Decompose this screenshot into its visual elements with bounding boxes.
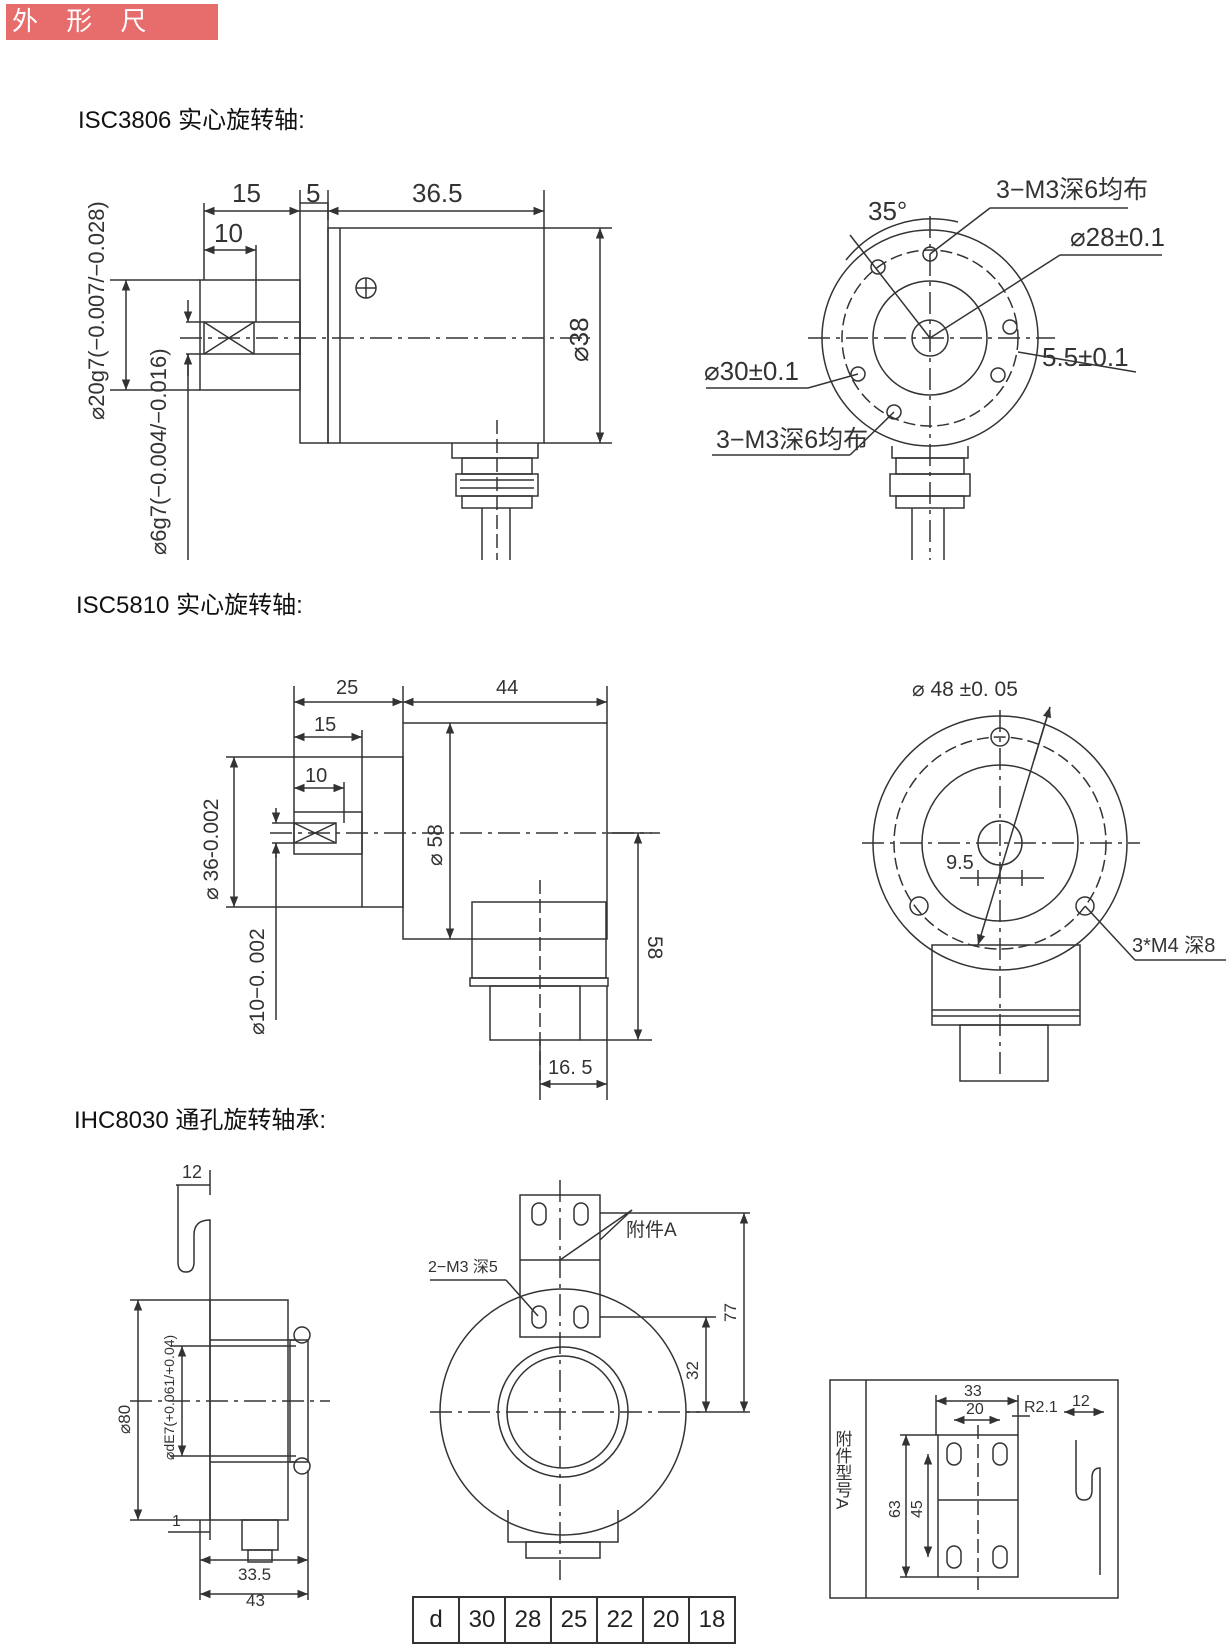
table-cell: 22 bbox=[596, 1596, 644, 1644]
dim-15: 15 bbox=[232, 178, 261, 208]
dim-44: 44 bbox=[496, 677, 518, 699]
dim-12b: 12 bbox=[1072, 1393, 1090, 1410]
dim-20: 20 bbox=[966, 1401, 984, 1418]
isc3806-front-view bbox=[706, 207, 1162, 560]
section-title-isc5810: ISC5810 实心旋转轴: bbox=[76, 592, 303, 619]
table-cell: 28 bbox=[504, 1596, 552, 1644]
dim-d28: ⌀28±0.1 bbox=[1070, 222, 1165, 252]
dim-43: 43 bbox=[246, 1591, 265, 1610]
ihc8030-side-view bbox=[130, 1170, 330, 1600]
table-cell: 25 bbox=[550, 1596, 598, 1644]
label-m3-bottom: 3−M3深6均布 bbox=[716, 426, 868, 454]
accessory-a-panel bbox=[829, 1379, 1119, 1599]
isc5810-front-labels: ⌀ 48 ±0. 05 9.5 3*M4 深8 bbox=[912, 678, 1215, 957]
dim-d10s: ⌀10−0. 002 bbox=[246, 928, 269, 1035]
accessory-label: 附件型号A bbox=[833, 1430, 853, 1510]
dim-9-5: 9.5 bbox=[946, 852, 974, 874]
dim-36-5: 36.5 bbox=[412, 178, 463, 208]
dim-12: 12 bbox=[182, 1162, 202, 1182]
dim-d36: ⌀ 36-0.002 bbox=[200, 799, 223, 900]
dim-58r: 58 bbox=[643, 936, 666, 959]
isc3806-side-labels: 15 5 36.5 10 ⌀38 ⌀20g7(−0.007/−0.028) ⌀6… bbox=[84, 178, 594, 555]
dim-5: 5 bbox=[306, 178, 320, 208]
dim-45: 45 bbox=[909, 1500, 926, 1518]
dim-77: 77 bbox=[721, 1303, 740, 1322]
label-m4: 3*M4 深8 bbox=[1132, 934, 1215, 957]
section-banner: 外 形 尺 寸: bbox=[6, 4, 218, 73]
dim-d80: ⌀80 bbox=[115, 1405, 134, 1434]
table-cell: 20 bbox=[642, 1596, 690, 1644]
dim-shaft6: ⌀6g7(−0.004/−0.016) bbox=[146, 348, 171, 555]
dim-1: 1 bbox=[172, 1513, 181, 1530]
bore-diameter-table: d 30 28 25 22 20 18 bbox=[412, 1596, 736, 1644]
label-m3-top: 3−M3深6均布 bbox=[996, 176, 1148, 204]
isc3806-front-labels: 35° 3−M3深6均布 ⌀28±0.1 ⌀30±0.1 5.5±0.1 3−M… bbox=[704, 176, 1165, 454]
table-header-d: d bbox=[412, 1596, 460, 1644]
dim-63: 63 bbox=[887, 1500, 904, 1518]
ihc8030-front-labels: 附件A 2−M3 深5 77 32 bbox=[428, 1219, 740, 1380]
angle-35: 35° bbox=[868, 196, 907, 226]
dim-d30: ⌀30±0.1 bbox=[704, 356, 799, 386]
table-cell: 30 bbox=[458, 1596, 506, 1644]
dim-r2-1: R2.1 bbox=[1024, 1399, 1058, 1416]
dim-d48: ⌀ 48 ±0. 05 bbox=[912, 678, 1018, 701]
accessory-a-labels: 附件型号A 33 20 R2.1 12 63 45 bbox=[833, 1383, 1090, 1518]
isc5810-side-labels: 25 44 15 10 ⌀ 36-0.002 ⌀10−0. 002 ⌀ 58 5… bbox=[200, 677, 666, 1079]
dim-33: 33 bbox=[964, 1383, 982, 1400]
dim-10: 10 bbox=[214, 218, 243, 248]
dim-15b: 15 bbox=[314, 714, 336, 736]
table-cell: 18 bbox=[688, 1596, 736, 1644]
label-m3-5: 2−M3 深5 bbox=[428, 1258, 498, 1276]
ihc8030-front-view bbox=[430, 1180, 750, 1580]
dim-32: 32 bbox=[683, 1361, 702, 1380]
section-title-ihc8030: IHC8030 通孔旋转轴承: bbox=[74, 1107, 327, 1134]
dim-d58: ⌀ 58 bbox=[424, 824, 447, 866]
label-attach-a: 附件A bbox=[626, 1219, 677, 1241]
dim-d38: ⌀38 bbox=[564, 317, 594, 362]
dim-16-5: 16. 5 bbox=[548, 1057, 592, 1079]
isc3806-side-view bbox=[110, 190, 612, 560]
dim-10b: 10 bbox=[305, 765, 327, 787]
isc5810-front-view bbox=[862, 706, 1226, 1082]
isc5810-side-view bbox=[226, 686, 660, 1100]
dim-33-5: 33.5 bbox=[238, 1565, 271, 1584]
section-title-isc3806: ISC3806 实心旋转轴: bbox=[78, 107, 305, 134]
dim-de7: ⌀dE7(+0.061/+0.04) bbox=[161, 1335, 177, 1460]
dim-5-5: 5.5±0.1 bbox=[1042, 342, 1129, 372]
dim-25: 25 bbox=[336, 677, 358, 699]
dim-shaft20: ⌀20g7(−0.007/−0.028) bbox=[84, 201, 109, 420]
ihc8030-side-labels: 12 ⌀80 ⌀dE7(+0.061/+0.04) 1 33.5 43 bbox=[115, 1162, 271, 1610]
